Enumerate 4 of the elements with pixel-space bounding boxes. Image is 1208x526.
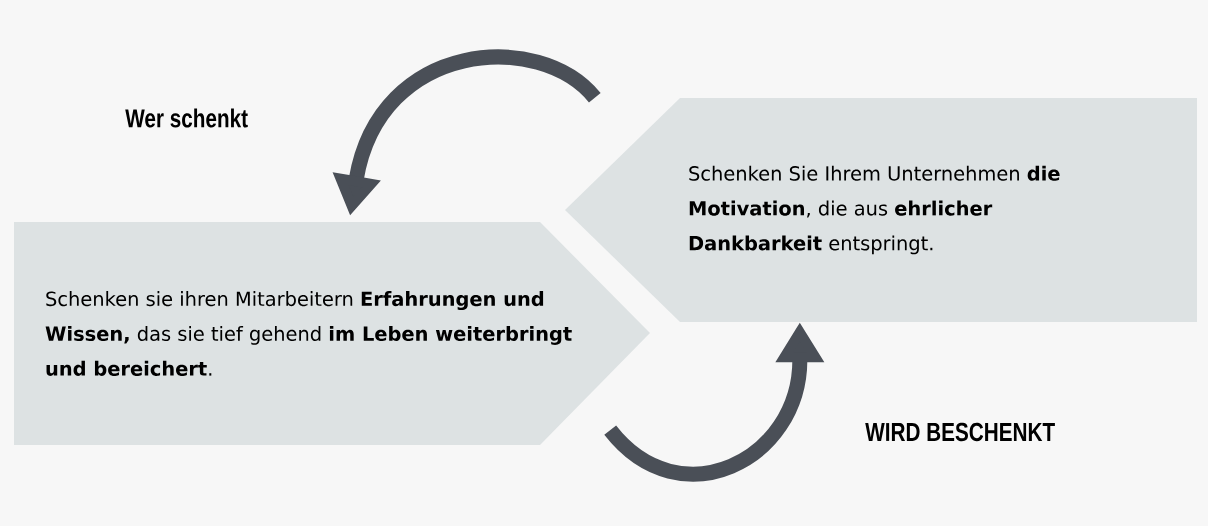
arrow-box: Schenken sie ihren Mitarbeitern Erfahrungen und Wissen, das sie tief gehend im Leben weiterbringt und bereichert. xyxy=(14,222,650,445)
arrow-box: Schenken Sie Ihrem Unternehmen die Motivation, die aus ehrlicher Dankbarkeit entspringt. xyxy=(565,98,1197,322)
heading: WIRD BESCHENKT xyxy=(865,422,1055,442)
heading: Wer schenkt xyxy=(125,108,248,128)
